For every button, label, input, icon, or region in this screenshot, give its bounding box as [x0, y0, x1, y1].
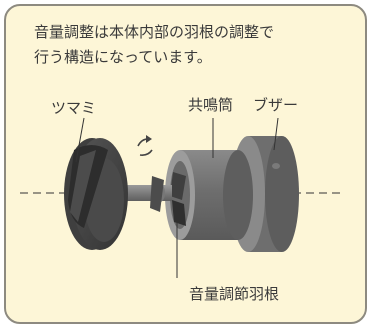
volume-blade-lower [172, 200, 186, 226]
description-line-2: 行う構造になっています。 [34, 48, 212, 66]
buzzer-leader-line [273, 117, 279, 151]
resonator-part [165, 150, 253, 240]
description-line-1: 音量調整は本体内部の羽根の調整で [34, 23, 275, 41]
label-knob: ツマミ [51, 99, 97, 117]
label-buzzer: ブザー [253, 96, 299, 114]
volume-blade-upper [170, 172, 186, 200]
label-resonator: 共鳴筒 [188, 96, 234, 114]
label-volume-blades: 音量調節羽根 [189, 285, 280, 303]
rotate-arrow-icon [137, 135, 153, 156]
knob-leader-line [75, 117, 85, 163]
knob-part [64, 138, 128, 250]
description-text: 音量調整は本体内部の羽根の調整で 行う構造になっています。 [34, 20, 354, 70]
